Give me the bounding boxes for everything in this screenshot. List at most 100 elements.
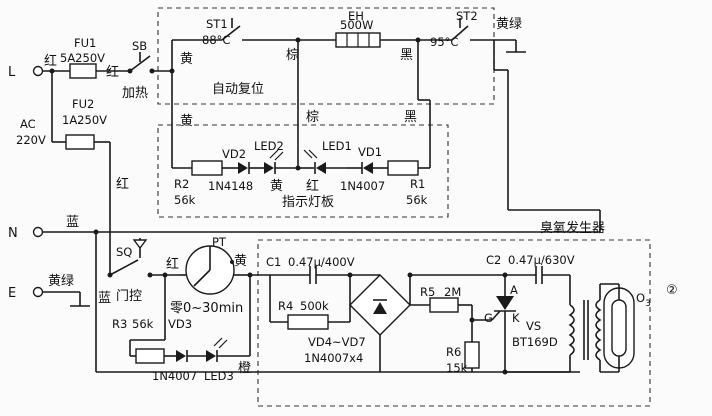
label-r2-value: 56k bbox=[174, 193, 196, 207]
switch-sb bbox=[129, 55, 151, 72]
label-o3: O3 bbox=[636, 291, 651, 309]
led-led1 bbox=[316, 162, 326, 174]
label-r5-value: 2M bbox=[444, 285, 461, 299]
terminal-E bbox=[32, 286, 44, 298]
label-r2: R2 bbox=[174, 177, 189, 191]
label-led3: LED3 bbox=[204, 369, 234, 383]
label-red-pt: 红 bbox=[166, 256, 179, 272]
label-r6-value: 15k bbox=[446, 361, 468, 375]
led-led2 bbox=[264, 162, 274, 174]
label-sq: SQ bbox=[116, 245, 132, 259]
diode-vd2 bbox=[238, 162, 248, 174]
label-eh-power: 500W bbox=[340, 18, 373, 32]
label-r4: R4 bbox=[278, 299, 293, 313]
switch-sq bbox=[109, 259, 139, 276]
label-heat: 加热 bbox=[122, 86, 148, 101]
label-fu1-rating: 5A250V bbox=[60, 51, 105, 65]
label-c2-value: 0.47μ/630V bbox=[508, 253, 575, 267]
label-yellow-mid: 黄 bbox=[180, 114, 193, 129]
label-yellow-pt: 黄 bbox=[234, 254, 247, 269]
label-ac: AC bbox=[20, 117, 36, 131]
thyristor-vs bbox=[496, 296, 514, 310]
label-vs-part: BT169D bbox=[512, 335, 558, 349]
label-vd1: VD1 bbox=[358, 145, 382, 159]
label-terminal-L: L bbox=[8, 65, 16, 80]
label-st2-temp: 95°C bbox=[430, 35, 458, 49]
label-red-n: 红 bbox=[116, 176, 129, 192]
label-sb: SB bbox=[132, 39, 147, 53]
label-led-yellow: 黄 bbox=[270, 179, 283, 194]
label-c1: C1 bbox=[266, 255, 281, 269]
diode-vd1 bbox=[363, 162, 373, 174]
label-vd3: VD3 bbox=[168, 317, 192, 331]
resistor-r1 bbox=[387, 160, 419, 176]
resistor-r5 bbox=[429, 297, 459, 313]
fuse-fu1 bbox=[69, 63, 97, 79]
label-eh: EH bbox=[348, 9, 364, 23]
label-blue-e: 蓝 bbox=[98, 291, 111, 306]
label-r6: R6 bbox=[446, 345, 461, 359]
label-led1: LED1 bbox=[322, 139, 352, 153]
label-ac-voltage: 220V bbox=[16, 133, 46, 147]
label-fu2: FU2 bbox=[72, 97, 94, 111]
label-vs: VS bbox=[526, 319, 541, 333]
label-door: 门控 bbox=[116, 289, 142, 304]
thermostat-st2 bbox=[451, 25, 469, 41]
label-ozone-generator: 臭氧发生器 bbox=[540, 220, 605, 236]
figure-number: ② bbox=[666, 283, 678, 298]
terminal-L bbox=[32, 65, 44, 77]
label-pin-g: G bbox=[484, 311, 493, 325]
label-vd1-part: 1N4007 bbox=[340, 179, 385, 193]
label-red-l: 红 bbox=[44, 53, 57, 69]
label-led2: LED2 bbox=[254, 139, 284, 153]
label-pin-k: K bbox=[512, 311, 520, 325]
label-r1-value: 56k bbox=[406, 193, 428, 207]
label-vd2: VD2 bbox=[222, 147, 246, 161]
label-fu2-rating: 1A250V bbox=[62, 113, 107, 127]
label-brown-top: 棕 bbox=[286, 48, 299, 63]
label-pt: PT bbox=[212, 235, 227, 249]
indicator-board-outline bbox=[157, 124, 449, 218]
label-r3: R3 bbox=[112, 317, 127, 331]
terminal-N bbox=[32, 226, 44, 238]
fuse-fu2 bbox=[65, 134, 95, 150]
led-led3 bbox=[206, 350, 216, 362]
label-r1: R1 bbox=[410, 177, 425, 191]
label-st2: ST2 bbox=[456, 9, 478, 23]
label-terminal-E: E bbox=[8, 286, 16, 301]
label-vd4-vd7-part: 1N4007x4 bbox=[304, 351, 363, 365]
label-timer-range: 零0~30min bbox=[170, 301, 243, 316]
label-indicator-board: 指示灯板 bbox=[282, 195, 334, 210]
label-red-sb: 红 bbox=[106, 64, 119, 80]
thermostat-st1 bbox=[221, 25, 241, 41]
label-led-red: 红 bbox=[306, 178, 319, 194]
label-brown-mid: 棕 bbox=[306, 110, 319, 125]
label-c1-value: 0.47μ/400V bbox=[288, 255, 355, 269]
label-r4-value: 500k bbox=[300, 299, 329, 313]
label-vd4-vd7: VD4~VD7 bbox=[308, 335, 366, 349]
label-st1-temp: 88°C bbox=[202, 33, 230, 47]
label-terminal-N: N bbox=[8, 226, 18, 241]
label-pin-a: A bbox=[510, 283, 518, 297]
label-fu1: FU1 bbox=[74, 36, 96, 50]
label-st1: ST1 bbox=[206, 17, 228, 31]
label-orange: 橙 bbox=[238, 361, 251, 376]
label-auto-reset: 自动复位 bbox=[212, 82, 264, 97]
resistor-r2 bbox=[191, 160, 223, 176]
label-r5: R5 bbox=[420, 285, 435, 299]
resistor-r4 bbox=[287, 314, 329, 330]
transformer bbox=[568, 299, 602, 372]
label-yellow-green-top: 黄绿 bbox=[496, 17, 522, 32]
label-c2: C2 bbox=[486, 253, 501, 267]
label-vd2-part: 1N4148 bbox=[208, 179, 253, 193]
label-yellow-top: 黄 bbox=[180, 52, 193, 67]
resistor-r3 bbox=[135, 348, 165, 364]
label-blue-n: 蓝 bbox=[66, 215, 79, 230]
diode-vd3 bbox=[176, 350, 186, 362]
label-yellow-green-e: 黄绿 bbox=[48, 274, 74, 289]
label-vd3-part: 1N4007 bbox=[152, 369, 197, 383]
label-r3-value: 56k bbox=[132, 317, 154, 331]
label-black-mid: 黑 bbox=[404, 110, 417, 125]
